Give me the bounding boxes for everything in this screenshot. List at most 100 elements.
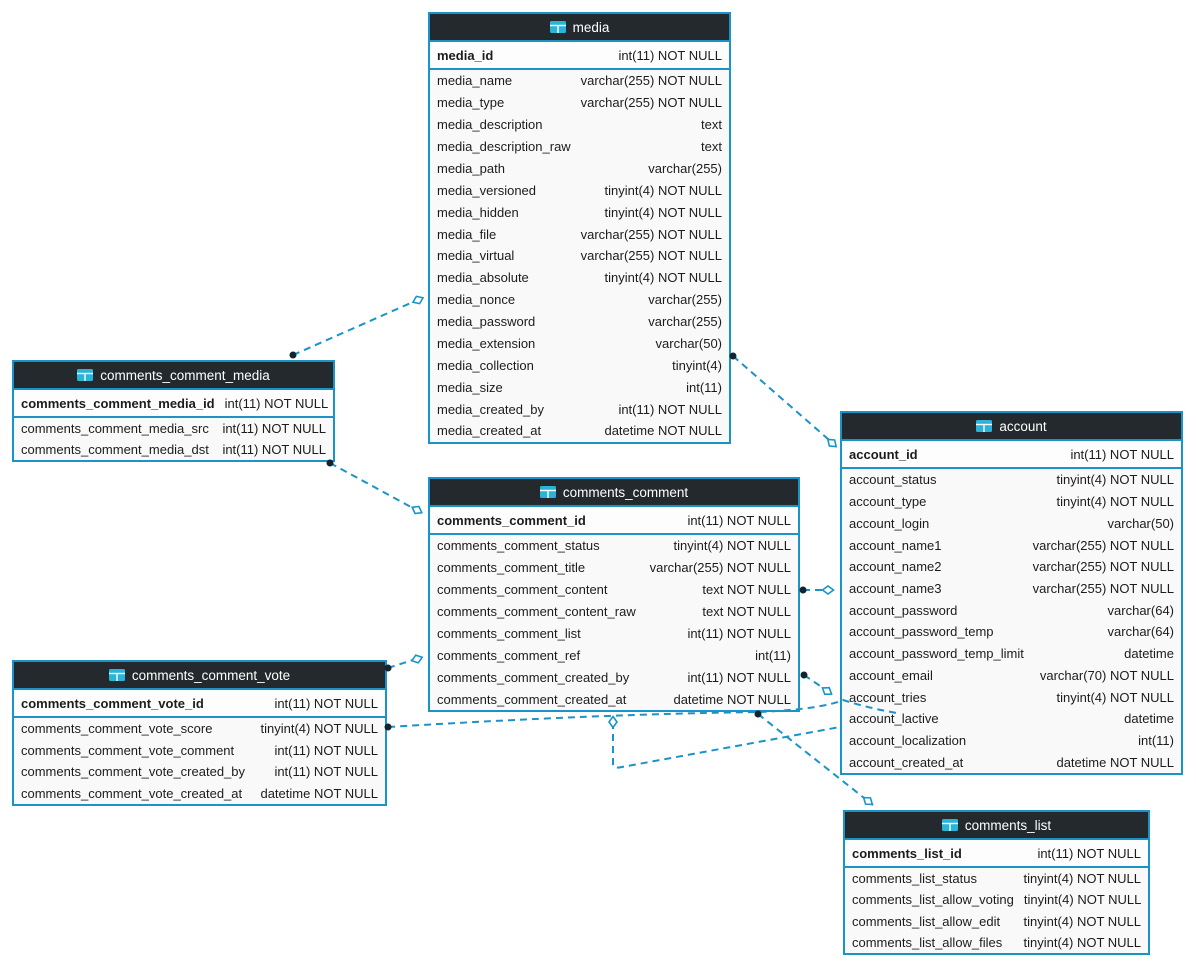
table-header-comments_comment_vote[interactable]: comments_comment_vote — [14, 662, 385, 690]
primary-key-name: comments_comment_id — [437, 512, 586, 528]
column-type: int(11) — [755, 647, 791, 663]
column-type: datetime NOT NULL — [604, 423, 722, 439]
relationship-diamond-endpoint — [410, 654, 424, 664]
table-header-comments_comment_media[interactable]: comments_comment_media — [14, 362, 333, 390]
column-rows: comments_comment_vote_score tinyint(4) NO… — [14, 718, 385, 804]
column-name: comments_comment_created_at — [437, 691, 627, 707]
primary-key-name: comments_list_id — [852, 845, 962, 861]
column-type: tinyint(4) NOT NULL — [673, 538, 791, 554]
column-type: text NOT NULL — [702, 582, 791, 598]
column-name: account_tries — [849, 689, 927, 705]
column-row[interactable]: media_name varchar(255) NOT NULL — [430, 70, 729, 92]
table-header-account[interactable]: account — [842, 413, 1181, 441]
relationship-line — [329, 462, 423, 514]
column-type: int(11) NOT NULL — [274, 742, 378, 758]
column-name: media_name — [437, 73, 513, 89]
column-type: varchar(255) NOT NULL — [580, 95, 722, 111]
table-header-comments_list[interactable]: comments_list — [845, 812, 1148, 840]
column-name: comments_comment_vote_created_at — [21, 785, 243, 801]
column-type: tinyint(4) NOT NULL — [260, 721, 378, 737]
column-row[interactable]: comments_comment_vote_score tinyint(4) NO… — [14, 718, 385, 740]
column-type: varchar(64) — [1107, 602, 1174, 618]
column-type: varchar(255) NOT NULL — [1032, 537, 1174, 553]
column-name: account_email — [849, 667, 933, 683]
column-type: tinyint(4) NOT NULL — [1023, 934, 1141, 950]
column-name: comments_comment_vote_score — [21, 721, 213, 737]
table-icon — [77, 369, 94, 381]
column-name: account_lactive — [849, 711, 939, 727]
column-name: comments_comment_ref — [437, 647, 581, 663]
column-type: varchar(255) NOT NULL — [580, 73, 722, 89]
column-name: account_created_at — [849, 754, 964, 770]
column-row[interactable]: comments_comment_status tinyint(4) NOT NU… — [430, 535, 798, 557]
column-row[interactable]: comments_comment_ref int(11) — [430, 644, 798, 666]
relationship-diamond-endpoint — [608, 715, 618, 729]
relationship-line — [612, 722, 841, 769]
column-name: account_type — [849, 494, 927, 510]
relationship-dot-endpoint — [799, 586, 807, 594]
table-header-comments_comment[interactable]: comments_comment — [430, 479, 798, 507]
column-name: comments_comment_status — [437, 538, 600, 554]
column-type: text — [701, 139, 722, 155]
table-header-media[interactable]: media — [430, 14, 729, 42]
